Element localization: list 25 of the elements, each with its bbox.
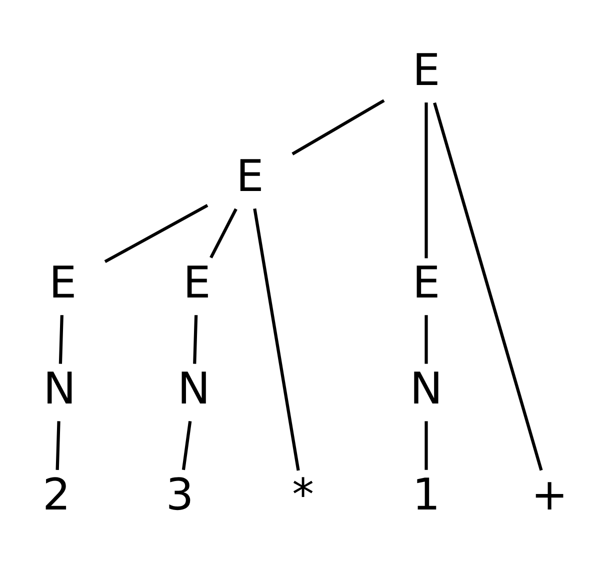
node-text: 1	[412, 469, 440, 520]
node-text: E	[183, 257, 211, 308]
connector	[424, 421, 428, 470]
node-text: 2	[42, 469, 70, 520]
node-text: 3	[166, 469, 194, 520]
connector	[292, 99, 385, 156]
node-text: N	[43, 363, 76, 414]
node-text: E	[412, 257, 440, 308]
connector	[424, 315, 428, 364]
connector	[433, 102, 543, 471]
connector	[253, 208, 300, 471]
node-text: E	[236, 151, 264, 202]
node-text: +	[531, 469, 568, 520]
connector	[193, 315, 198, 364]
connector	[104, 204, 208, 264]
connector	[56, 421, 60, 470]
node-text: E	[48, 257, 77, 308]
node-text: N	[410, 363, 443, 414]
connector	[182, 420, 192, 470]
connector	[424, 102, 428, 258]
node-text: E	[412, 45, 440, 96]
connector	[58, 315, 64, 364]
node-text: N	[177, 363, 210, 414]
node-text: *	[292, 469, 314, 520]
connector	[210, 208, 238, 258]
